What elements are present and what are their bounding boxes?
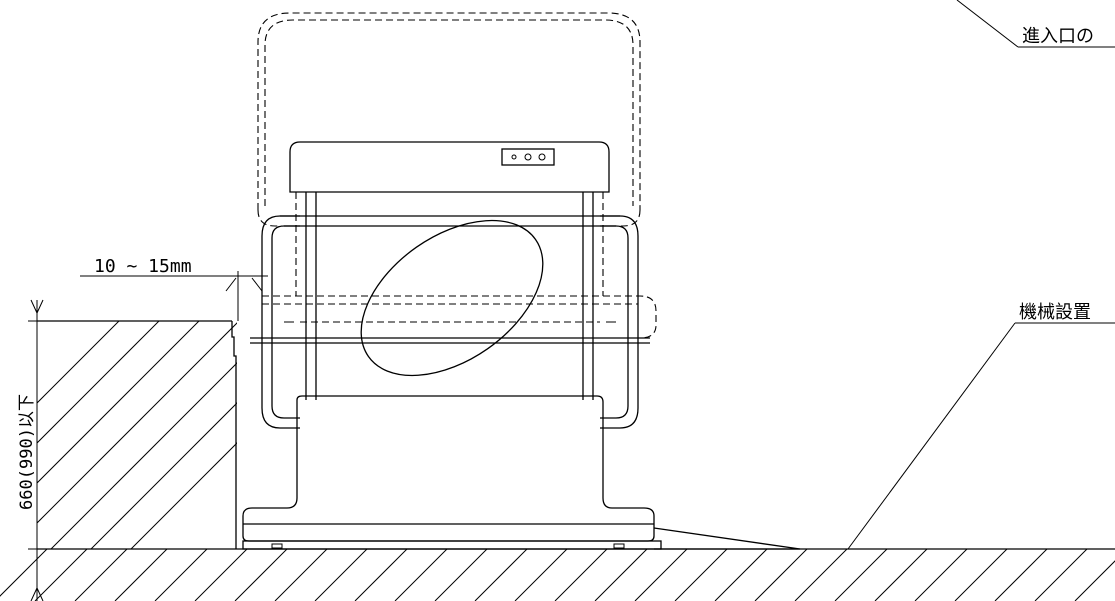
machine-install-label: 機械設置 bbox=[1019, 302, 1091, 323]
left-floor-hatch bbox=[37, 321, 237, 549]
indicator-panel bbox=[501, 148, 555, 166]
indicator-dot-3 bbox=[538, 153, 546, 161]
entry-ramp bbox=[653, 527, 801, 550]
indicator-dot-1 bbox=[511, 154, 517, 160]
gap-label: 10 ~ 15mm bbox=[94, 256, 192, 277]
ground-hatch bbox=[0, 549, 1115, 601]
entrance-leader bbox=[956, 0, 1115, 48]
height-dimension bbox=[28, 299, 46, 601]
indicator-dot-2 bbox=[524, 153, 532, 161]
floor-outline bbox=[37, 320, 1115, 550]
base-plate bbox=[242, 540, 662, 550]
height-label: 660(990)以下 bbox=[17, 394, 37, 510]
machine-unit bbox=[242, 141, 801, 550]
gap-dimension bbox=[80, 271, 268, 321]
phantom-outline bbox=[257, 12, 657, 339]
seat-ellipse bbox=[360, 219, 544, 377]
entrance-label: 進入口の bbox=[1022, 26, 1094, 47]
control-head bbox=[289, 141, 610, 193]
pedestal bbox=[242, 395, 655, 542]
machine-install-leader bbox=[847, 322, 1115, 550]
